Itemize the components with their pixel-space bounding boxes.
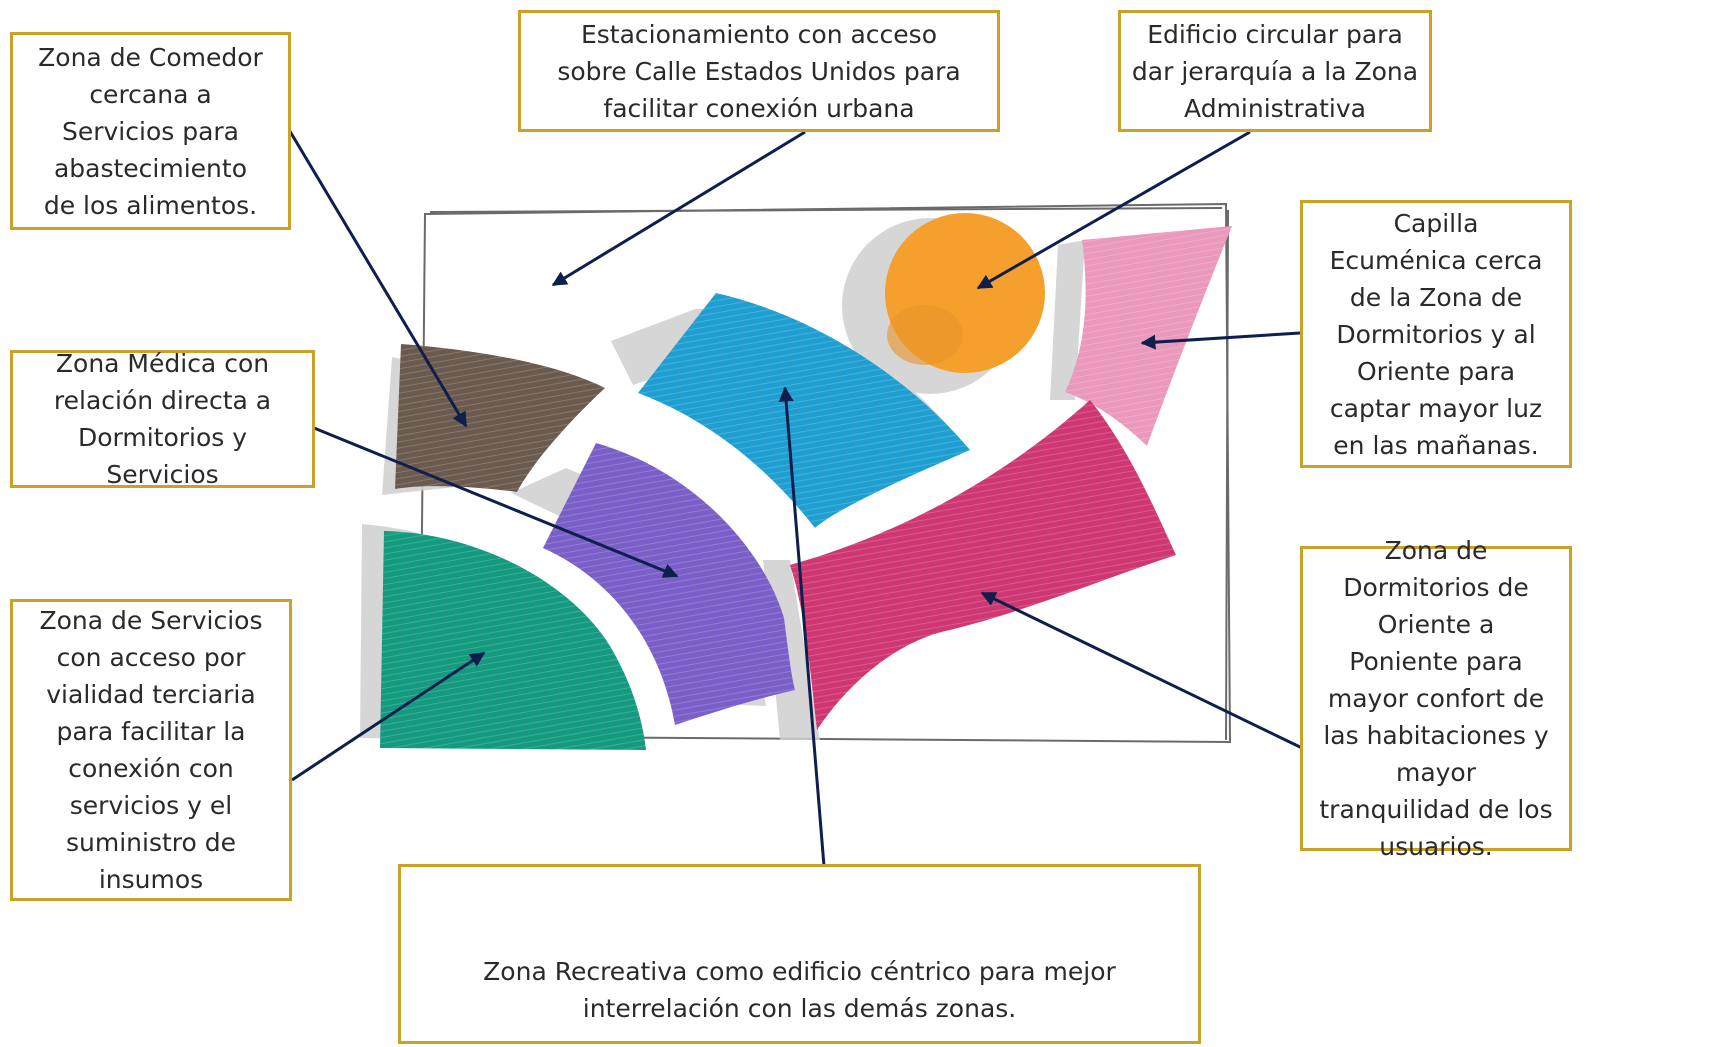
arrow-estacionamiento xyxy=(551,130,806,287)
callout-dormitorios: Zona de Dormitorios de Oriente a Ponient… xyxy=(1300,536,1572,861)
callout-medica: Zona Médica con relación directa a Dormi… xyxy=(10,349,315,489)
callout-comedor: Zona de Comedor cercana a Servicios para… xyxy=(10,32,291,230)
arrow-comedor xyxy=(286,127,468,428)
arrow-edificio-circular xyxy=(976,130,1251,290)
callout-estacionamiento: Estacionamiento con acceso sobre Calle E… xyxy=(518,10,1000,132)
arrow-capilla xyxy=(1140,331,1301,350)
zona-comedor xyxy=(395,344,605,492)
arrow-medica xyxy=(313,426,679,578)
zona-medica xyxy=(543,443,795,725)
zona-servicios xyxy=(380,531,646,750)
callout-recreativa: Zona Recreativa como edificio céntrico p… xyxy=(398,864,1201,1044)
callout-edificio-circular: Edificio circular para dar jerarquía a l… xyxy=(1118,10,1432,132)
arrows xyxy=(286,127,1303,867)
zona-dormitorios xyxy=(790,400,1176,730)
arrow-recreativa xyxy=(778,386,826,867)
zona-recreativa xyxy=(638,293,970,528)
zona-administrativa xyxy=(885,213,1045,373)
callout-capilla: Capilla Ecuménica cerca de la Zona de Do… xyxy=(1300,200,1572,468)
callout-servicios: Zona de Servicios con acceso por vialida… xyxy=(10,599,292,901)
arrow-servicios xyxy=(291,651,486,782)
arrow-dormitorios xyxy=(980,591,1303,750)
